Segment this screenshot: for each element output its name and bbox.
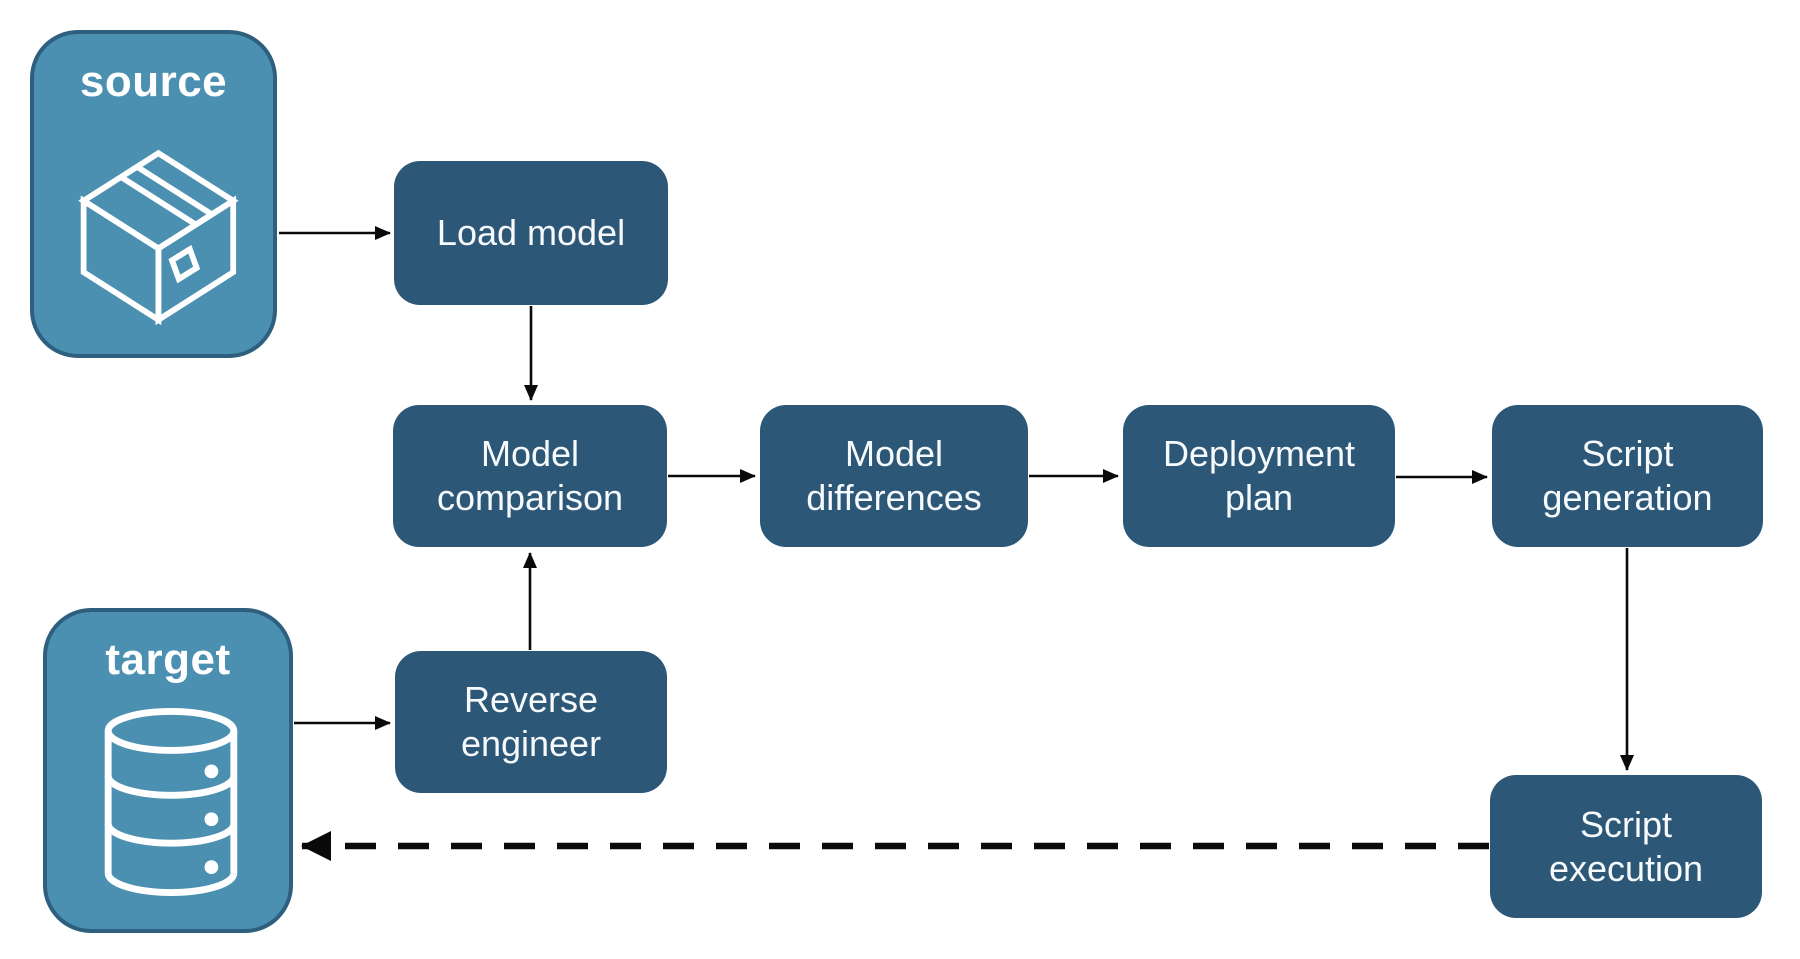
- node-deployment-plan: Deployment plan: [1123, 405, 1395, 547]
- node-deployment-plan-label: Deployment plan: [1162, 433, 1356, 518]
- node-model-comparison-label: Model comparison: [436, 433, 624, 518]
- node-load-model: Load model: [394, 161, 668, 305]
- node-script-execution-label: Script execution: [1548, 803, 1704, 889]
- node-script-generation-label: Script generation: [1542, 433, 1713, 518]
- source-label: source: [79, 57, 228, 106]
- node-model-differences: Model differences: [760, 405, 1028, 547]
- node-model-differences-label: Model differences: [806, 433, 982, 518]
- node-script-generation: Script generation: [1492, 405, 1763, 547]
- source-container: source: [30, 30, 277, 358]
- target-container: target: [43, 608, 293, 933]
- node-reverse-engineer: Reverse engineer: [395, 651, 667, 793]
- package-icon: [78, 149, 239, 326]
- node-load-model-label: Load model: [436, 212, 626, 253]
- node-model-comparison: Model comparison: [393, 405, 667, 547]
- database-icon: [104, 708, 238, 896]
- target-label: target: [105, 635, 231, 684]
- node-reverse-engineer-label: Reverse engineer: [460, 679, 602, 764]
- node-script-execution: Script execution: [1490, 775, 1762, 918]
